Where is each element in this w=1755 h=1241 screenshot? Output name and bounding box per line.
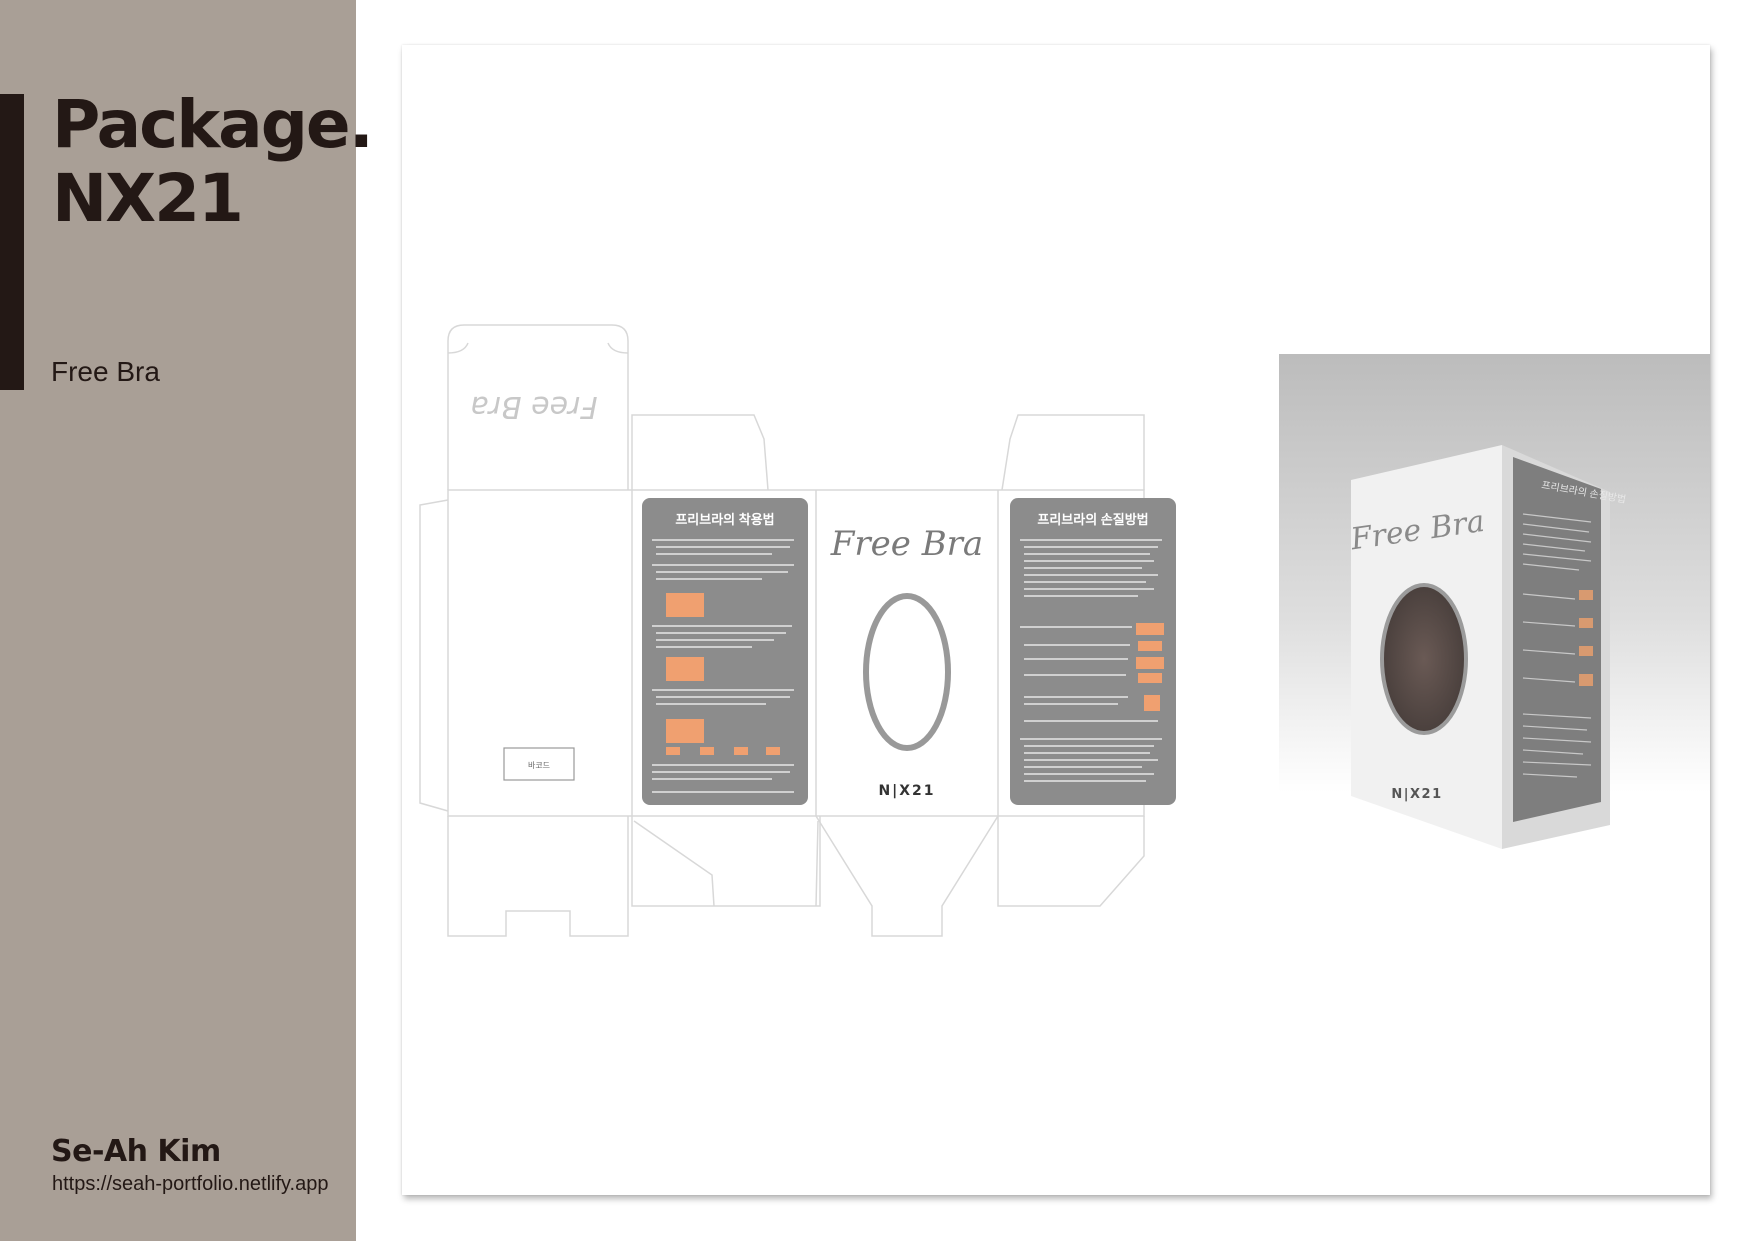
sidebar: Package. NX21 Free Bra Se-Ah Kim https:/… [0,0,374,1241]
front-script-logo: Free Bra [830,524,983,564]
photo-window [1380,583,1468,735]
panel-left: 프리브라의 착용법 [642,498,808,805]
panel-right: 프리브라의 손질방법 [1010,498,1176,805]
panel-left-title: 프리브라의 착용법 [675,512,774,527]
barcode-label: 바코드 [528,760,550,770]
barcode-box [503,747,575,781]
box-dieline: Free Bra 바코드 프리브라의 착용법 [419,324,1176,937]
front-window [863,593,951,751]
accent-bar [0,94,24,390]
illustration-2 [666,657,704,681]
top-flap-script-logo: Free Bra [470,389,597,424]
illustration-3 [666,719,704,743]
portfolio-url[interactable]: https://seah-portfolio.netlify.app [52,1173,329,1195]
panel-right-title: 프리브라의 손질방법 [1037,512,1148,527]
project-subtitle: Free Bra [51,356,160,387]
illustration-1 [666,593,704,617]
front-brand-logo: N|X21 [878,783,935,799]
author-name: Se-Ah Kim [51,1134,221,1169]
page-title: Package. NX21 [52,86,374,237]
product-photo: 프리브라의 손질방법 Free Bra N|X21 [1279,354,1710,939]
artboard: Free Bra 바코드 프리브라의 착용법 [402,45,1710,1195]
photo-brand-logo: N|X21 [1391,787,1442,802]
